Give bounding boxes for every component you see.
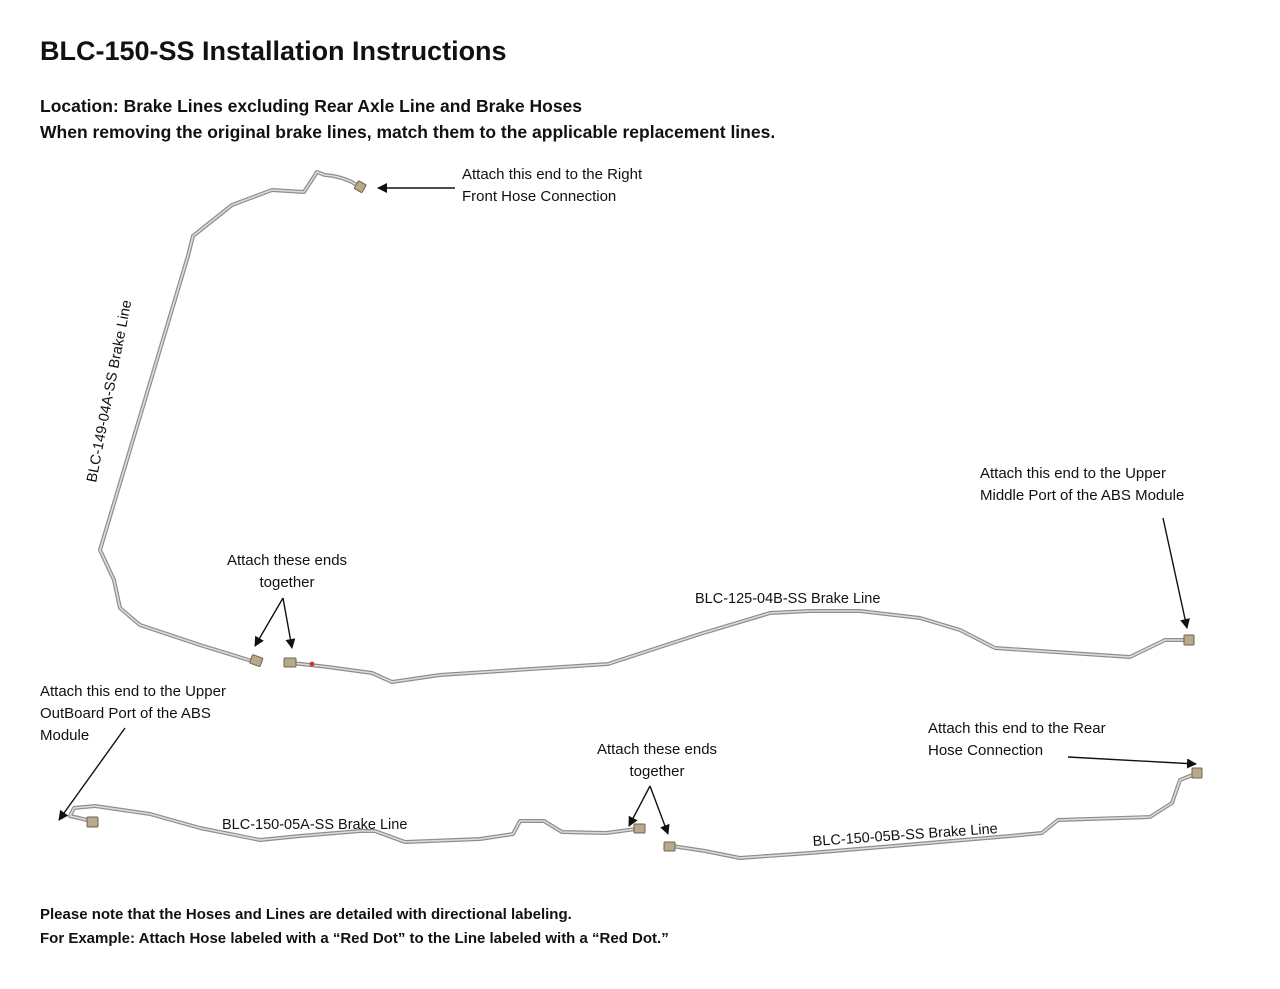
arrow-join-bottom-right xyxy=(649,785,670,835)
page-title: BLC-150-SS Installation Instructions xyxy=(40,36,507,66)
arrow-rear-hose xyxy=(1067,756,1197,769)
fitting-right-front xyxy=(353,180,367,193)
instruction-subtitle: When removing the original brake lines, … xyxy=(40,122,776,142)
callout-line: Attach this end to the Rear xyxy=(928,720,1106,737)
callout-line: together xyxy=(259,574,315,591)
arrow-abs-middle xyxy=(1162,517,1190,629)
arrow-join-top-left xyxy=(254,597,284,647)
footer-note-line-1: Please note that the Hoses and Lines are… xyxy=(40,906,572,923)
callout-rear-hose: Attach this end to the Rear Hose Connect… xyxy=(928,718,1106,762)
brake-line-blc-150-05b xyxy=(663,767,1203,860)
tube xyxy=(291,610,1189,683)
fitting-join-top-right xyxy=(283,657,297,668)
brake-line-blc-150-05a xyxy=(68,804,646,844)
arrow-abs-outboard xyxy=(58,727,126,821)
label-blc-150-05a: BLC-150-05A-SS Brake Line xyxy=(222,817,407,833)
red-dot-marker xyxy=(309,661,315,667)
arrow-join-top-right xyxy=(282,597,296,649)
callout-line: OutBoard Port of the ABS xyxy=(40,705,211,722)
callout-line: Hose Connection xyxy=(928,742,1044,759)
callout-line: Attach these ends xyxy=(596,741,718,758)
callout-join-top: Attach these ends together xyxy=(222,550,352,594)
footer-note-line-2: For Example: Attach Hose labeled with a … xyxy=(40,930,669,947)
brake-line-blc-125-04b xyxy=(283,609,1195,684)
fitting-abs-middle xyxy=(1183,634,1195,646)
callout-line: Attach this end to the Upper xyxy=(980,465,1166,482)
label-blc-125-04b: BLC-125-04B-SS Brake Line xyxy=(695,591,880,607)
tube xyxy=(99,171,361,663)
callout-line: Middle Port of the ABS Module xyxy=(980,487,1185,504)
callout-right-front: Attach this end to the Right Front Hose … xyxy=(462,164,642,208)
fitting-join-bottom-left xyxy=(633,823,646,834)
tube-shadow xyxy=(670,772,1197,860)
callout-line: Front Hose Connection xyxy=(462,188,617,205)
callout-line: Attach these ends xyxy=(226,552,348,569)
fitting-rear-hose xyxy=(1191,767,1203,779)
location-subtitle: Location: Brake Lines excluding Rear Axl… xyxy=(40,96,583,116)
callout-line: Module xyxy=(40,727,90,744)
brake-line-blc-149-04a xyxy=(98,170,367,667)
fitting-join-top-left xyxy=(249,654,264,667)
arrow-join-bottom-left xyxy=(628,785,651,827)
callout-abs-outboard: Attach this end to the Upper OutBoard Po… xyxy=(40,681,226,747)
fitting-join-bottom-right xyxy=(663,841,676,852)
callout-arrows xyxy=(58,183,1197,835)
tube xyxy=(69,805,637,843)
callout-line: together xyxy=(629,763,685,780)
callout-abs-middle: Attach this end to the Upper Middle Port… xyxy=(980,463,1184,507)
callout-line: Attach this end to the Right xyxy=(462,166,643,183)
tube xyxy=(671,773,1196,859)
fitting-abs-outboard xyxy=(86,816,99,828)
callout-join-bottom: Attach these ends together xyxy=(592,739,722,783)
callout-line: Attach this end to the Upper xyxy=(40,683,226,700)
